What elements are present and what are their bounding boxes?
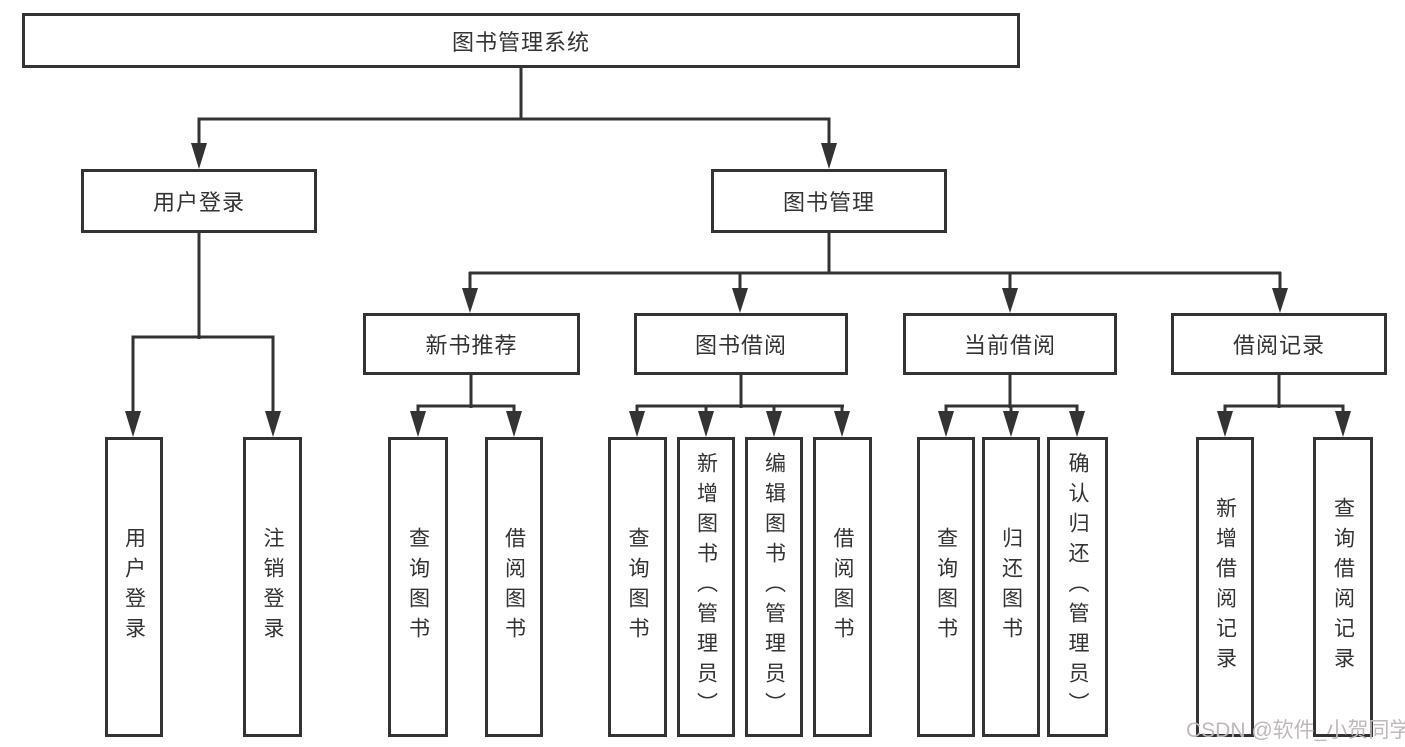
- leaf-logout: 注销登录: [243, 437, 302, 737]
- arrowhead: [410, 411, 426, 437]
- arrowhead: [265, 411, 281, 437]
- arrowhead: [1272, 288, 1288, 313]
- node-current-borrow: 当前借阅: [903, 313, 1117, 375]
- arrowhead: [462, 288, 478, 313]
- leaf-edit-books-admin: 编辑图书（管理员）: [745, 437, 803, 737]
- leaf-user-login: 用户登录: [105, 437, 163, 737]
- leaf-query-borrow-record: 查询借阅记录: [1313, 437, 1373, 737]
- arrowhead: [698, 411, 714, 437]
- leaf-borrow-books-recommend: 借阅图书: [485, 437, 543, 737]
- arrowhead: [125, 411, 141, 437]
- leaf-add-books-admin: 新增图书（管理员）: [677, 437, 735, 737]
- leaf-query-books-borrow: 查询图书: [608, 437, 667, 737]
- leaf-query-books-current: 查询图书: [917, 437, 975, 737]
- arrowhead: [834, 411, 850, 437]
- leaf-confirm-return-admin: 确认归还（管理员）: [1047, 437, 1108, 737]
- arrowhead: [506, 411, 522, 437]
- arrowhead: [1217, 411, 1233, 437]
- arrowhead: [766, 411, 782, 437]
- arrowhead: [1335, 411, 1351, 437]
- node-root: 图书管理系统: [22, 13, 1020, 68]
- arrowhead: [629, 411, 645, 437]
- node-borrow-records: 借阅记录: [1171, 313, 1387, 375]
- leaf-query-books-recommend: 查询图书: [388, 437, 448, 737]
- node-new-book-recommend: 新书推荐: [363, 313, 580, 375]
- node-book-management: 图书管理: [711, 169, 947, 233]
- watermark: CSDN @软件_小贺同学: [1186, 719, 1405, 742]
- leaf-return-books: 归还图书: [982, 437, 1040, 737]
- arrowhead: [821, 143, 837, 169]
- node-book-borrow: 图书借阅: [634, 313, 848, 375]
- node-user-login: 用户登录: [81, 169, 317, 233]
- arrowhead: [1069, 411, 1085, 437]
- arrowhead: [732, 288, 748, 313]
- arrowhead: [938, 411, 954, 437]
- arrowhead: [1002, 288, 1018, 313]
- arrowhead: [1003, 411, 1019, 437]
- leaf-borrow-books: 借阅图书: [813, 437, 872, 737]
- arrowhead: [191, 143, 207, 169]
- leaf-add-borrow-record: 新增借阅记录: [1196, 437, 1254, 737]
